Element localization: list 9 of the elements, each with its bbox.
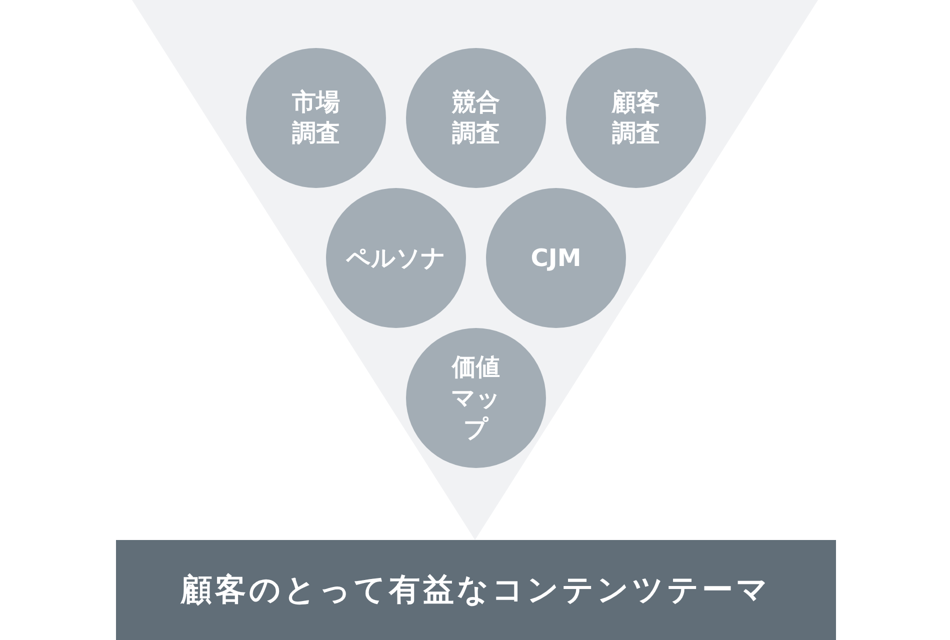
circle-label: CJM xyxy=(530,242,582,274)
circle-label: 競合調査 xyxy=(450,87,501,149)
circle-label: ペルソナ xyxy=(345,242,447,274)
funnel-shape xyxy=(132,0,818,540)
conclusion-text: 顧客のとって有益なコンテンツテーマ xyxy=(181,571,771,610)
result-bar xyxy=(116,540,836,640)
circle-label: 顧客調査 xyxy=(610,87,661,149)
circle-label: 市場調査 xyxy=(291,87,341,149)
circle-label: 価値マップ xyxy=(450,352,502,444)
